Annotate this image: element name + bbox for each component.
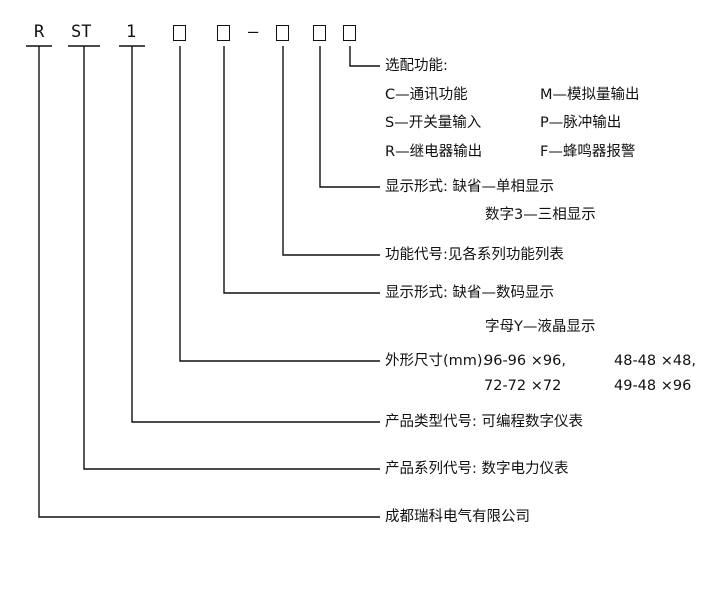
code-box-function — [276, 25, 289, 41]
leader-display-form-2 — [319, 46, 380, 188]
code-char-r: R — [34, 22, 45, 42]
leader-product-series — [83, 46, 380, 470]
size-96: 96-96 ×96, — [484, 353, 566, 369]
display-form-2-line-2: 数字3—三相显示 — [485, 207, 596, 223]
leader-company — [38, 46, 380, 518]
option-m: M—模拟量输出 — [540, 87, 640, 103]
display-form-2-line-1: 显示形式: 缺省—单相显示 — [385, 179, 554, 195]
function-code-label: 功能代号:见各系列功能列表 — [385, 247, 564, 263]
option-c: C—通讯功能 — [385, 87, 468, 103]
code-dash: — — [248, 22, 259, 42]
leader-function-code — [282, 46, 380, 256]
size-49: 49-48 ×96 — [614, 378, 692, 394]
code-box-display-1 — [217, 25, 230, 41]
display-form-1-line-1: 显示形式: 缺省—数码显示 — [385, 285, 554, 301]
size-48: 48-48 ×48, — [614, 353, 696, 369]
leader-display-form-1 — [223, 46, 380, 294]
option-f: F—蜂鸣器报警 — [540, 144, 636, 160]
code-char-st: ST — [71, 22, 92, 42]
size-label: 外形尺寸(mm): — [385, 353, 488, 369]
leader-size — [179, 46, 380, 362]
option-s: S—开关量输入 — [385, 115, 482, 131]
leader-options — [349, 46, 380, 67]
options-title: 选配功能: — [385, 58, 448, 74]
leader-product-type — [131, 46, 380, 423]
product-series-label: 产品系列代号: 数字电力仪表 — [385, 461, 569, 477]
company-label: 成都瑞科电气有限公司 — [385, 509, 530, 525]
code-char-1: 1 — [126, 22, 137, 42]
size-72: 72-72 ×72 — [484, 378, 562, 394]
display-form-1-line-2: 字母Y—液晶显示 — [485, 319, 596, 335]
product-type-label: 产品类型代号: 可编程数字仪表 — [385, 414, 583, 430]
code-box-size — [173, 25, 186, 41]
code-box-options — [343, 25, 356, 41]
option-r: R—继电器输出 — [385, 144, 483, 160]
option-p: P—脉冲输出 — [540, 115, 622, 131]
code-box-display-2 — [313, 25, 326, 41]
